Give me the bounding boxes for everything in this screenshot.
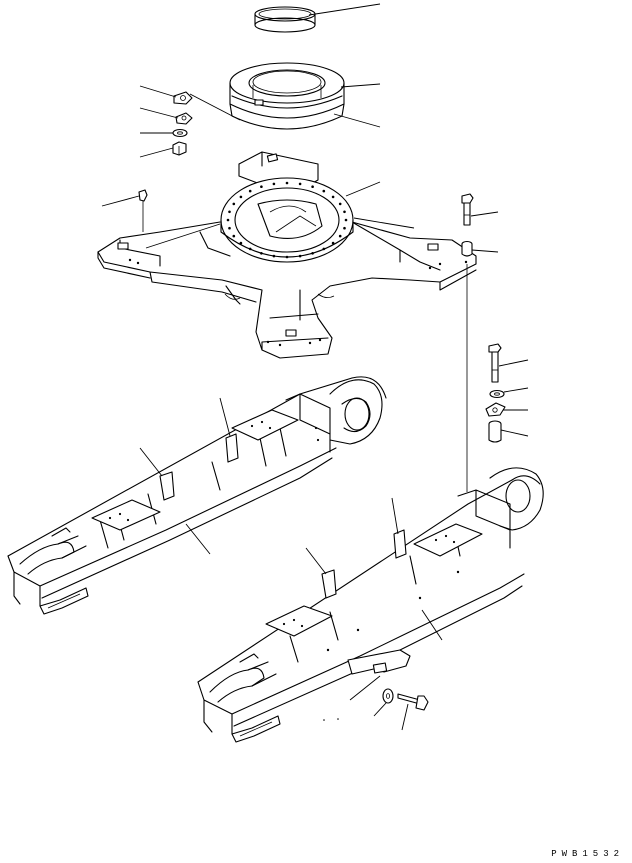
right-track-frame: [198, 468, 543, 742]
revolving-frame-center: [98, 152, 476, 358]
ring-bolt-hole: [239, 195, 243, 199]
ring-bolt-hole: [272, 254, 276, 258]
leader-washer-lower: [504, 388, 528, 392]
bracket-bolt: [398, 694, 428, 710]
left-track-frame: [8, 377, 386, 614]
ring-bolt-hole: [338, 234, 342, 238]
ring-bolt-hole: [311, 252, 314, 255]
ring-bolt-hole: [232, 234, 236, 238]
mounting-bolt-right: [462, 194, 473, 225]
ring-bolt-hole: [322, 189, 326, 193]
ring-bolt-hole: [331, 195, 335, 199]
stray-mark: [323, 719, 325, 721]
leader-bolt-right: [471, 212, 498, 216]
leader-spacer-right: [472, 250, 498, 252]
shim-plate: [176, 113, 192, 124]
ring-bolt-hole: [248, 247, 252, 251]
plate-lower: [486, 403, 505, 416]
ring-bolt-hole: [272, 182, 276, 186]
bearing-cover-plate: [174, 92, 192, 104]
leader-race-bottom: [334, 114, 380, 127]
leader-frame-ring: [346, 182, 380, 196]
ring-bolt-hole: [226, 218, 230, 222]
leader-left-lug-rear: [220, 398, 230, 436]
leader-bolt-lower: [499, 360, 528, 366]
drawing-code-label: PWB1532: [551, 849, 624, 859]
guard-bracket: [348, 650, 410, 674]
leader-shim: [140, 108, 178, 118]
ring-bolt-hole: [298, 254, 302, 258]
leader-right-frame: [422, 610, 442, 640]
washer-lower: [490, 391, 504, 398]
leader-frame-left: [146, 224, 220, 248]
leader-cover-plate: [140, 86, 176, 97]
leader-grease-fitting: [102, 196, 139, 206]
turntable-bearing-race: [230, 63, 344, 129]
ring-bolt-hole: [260, 252, 263, 255]
ring-bolt-hole: [228, 226, 231, 230]
lock-washer: [173, 130, 187, 137]
nut: [173, 142, 186, 155]
spacer-lower: [489, 421, 501, 442]
leader-spacer-lower: [501, 430, 528, 436]
ring-bolt-hole: [232, 202, 236, 206]
ring-bolt-hole: [331, 241, 335, 245]
leader-left-lug-front: [140, 448, 162, 476]
mounting-bolt-lower: [489, 344, 501, 382]
ring-bolt-hole: [343, 226, 346, 230]
leader-race-top: [341, 84, 380, 87]
bracket-washer: [383, 689, 393, 703]
leader-ring-seal: [309, 4, 380, 15]
leader-nut: [140, 148, 173, 157]
stray-mark: [337, 718, 339, 720]
ring-bolt-hole: [343, 210, 346, 214]
ring-bolt-hole: [248, 189, 252, 193]
ring-bolt-hole: [338, 202, 342, 206]
ring-seal: [255, 7, 315, 32]
leader-cover-plate-to-race: [190, 94, 240, 120]
ring-bolt-hole: [239, 241, 243, 245]
grease-fitting: [139, 190, 147, 232]
leader-left-frame: [186, 524, 210, 554]
leader-bracket-washer: [374, 703, 386, 716]
ring-bolt-hole: [228, 210, 231, 214]
leader-bracket-bolt: [402, 704, 408, 730]
leader-guard-bracket: [350, 676, 380, 700]
leader-right-lug-rear: [392, 498, 398, 534]
ring-bolt-hole: [344, 218, 348, 222]
ring-bolt-hole: [285, 181, 289, 185]
ring-bolt-hole: [298, 182, 302, 186]
ring-bolt-hole: [260, 185, 263, 188]
spacer-right: [462, 242, 472, 257]
ring-bolt-hole: [285, 255, 289, 259]
ring-bolt-hole: [311, 185, 314, 188]
leader-frame-right: [354, 218, 414, 228]
leader-right-lug-front: [306, 548, 326, 574]
ring-bolt-hole: [322, 247, 326, 251]
